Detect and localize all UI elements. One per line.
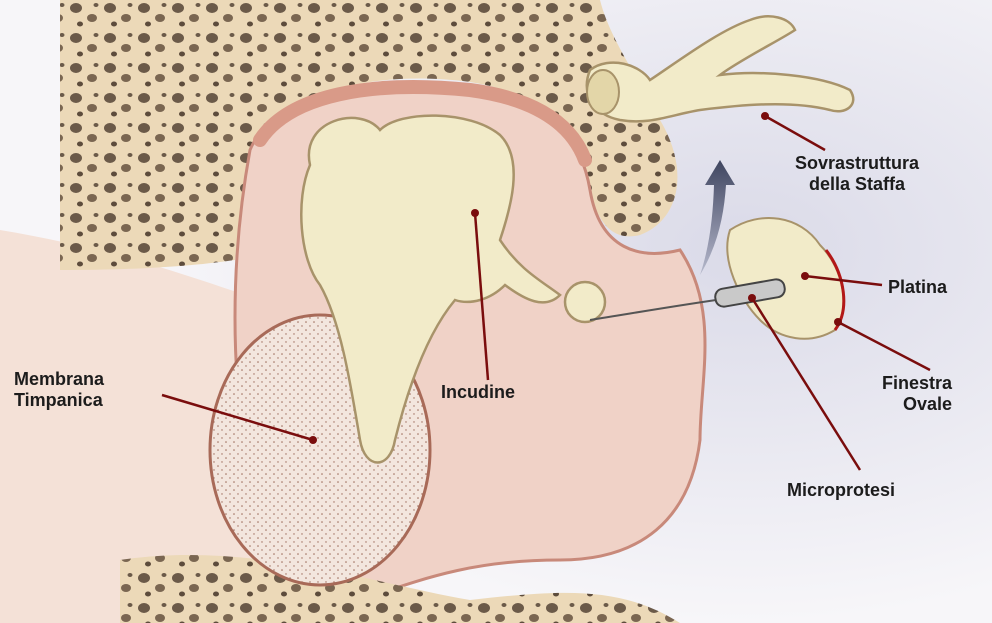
label-finestra-ovale: Finestra Ovale xyxy=(882,373,952,415)
label-microprotesi: Microprotesi xyxy=(787,480,895,501)
label-finestra-line2: Ovale xyxy=(882,394,952,415)
label-finestra-line1: Finestra xyxy=(882,373,952,394)
label-incudine: Incudine xyxy=(441,382,515,403)
label-membrana-timpanica: Membrana Timpanica xyxy=(14,369,104,411)
label-platina: Platina xyxy=(888,277,947,298)
label-membrana-line1: Membrana xyxy=(14,369,104,390)
label-membrana-line2: Timpanica xyxy=(14,390,104,411)
label-sovrastruttura: Sovrastruttura della Staffa xyxy=(795,153,919,195)
label-sovrastruttura-line1: Sovrastruttura xyxy=(795,153,919,174)
stapes-head xyxy=(587,70,619,114)
incus-lenticular-process xyxy=(565,282,605,322)
label-sovrastruttura-line2: della Staffa xyxy=(795,174,919,195)
